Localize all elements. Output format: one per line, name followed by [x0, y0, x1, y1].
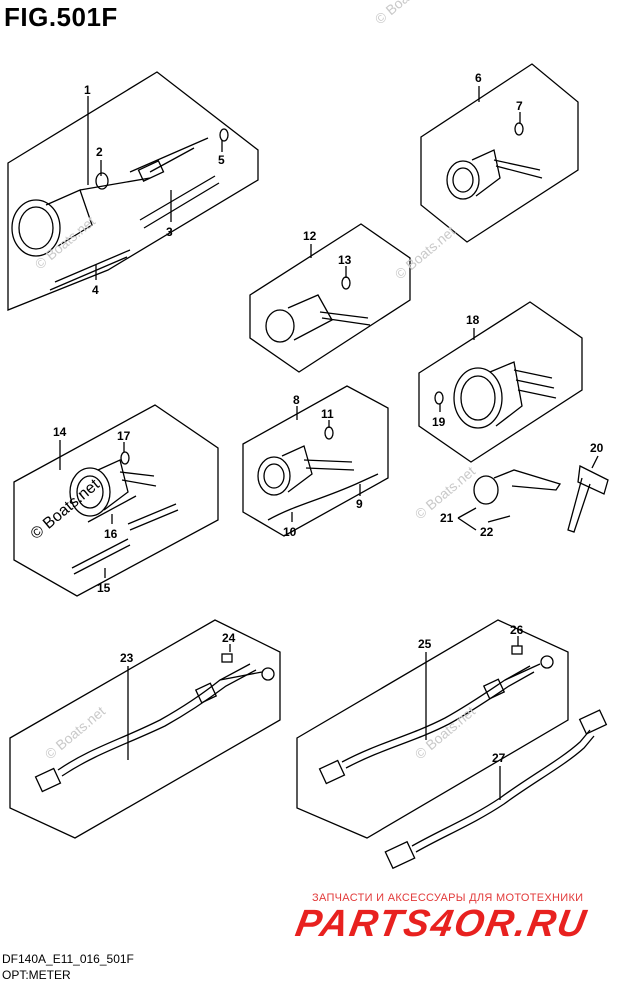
callout-15: 15 — [97, 581, 111, 595]
panel-8 — [242, 385, 389, 537]
callout-7: 7 — [516, 99, 523, 113]
footer-model-code: DF140A_E11_016_501F — [2, 952, 134, 966]
panel-14 — [13, 404, 219, 597]
watermark-2: © Boats.net — [32, 213, 99, 272]
callout-4: 4 — [92, 283, 99, 297]
panel-12 — [249, 223, 411, 373]
callout-9: 9 — [356, 497, 363, 511]
callout-2: 2 — [96, 145, 103, 159]
watermark-1: © Boats.net — [372, 0, 439, 27]
panel-1 — [7, 71, 259, 311]
figure-title: FIG.501F — [4, 2, 118, 32]
callout-23: 23 — [120, 651, 134, 665]
panel-18 — [418, 301, 583, 463]
callout-1: 1 — [84, 83, 91, 97]
watermark-5: © Boats.net — [42, 703, 109, 762]
callout-14: 14 — [53, 425, 67, 439]
banner-brand-logo: PARTS4OR.RU — [292, 903, 591, 945]
panel-25 — [296, 619, 569, 839]
callout-13: 13 — [338, 253, 352, 267]
callout-8: 8 — [293, 393, 300, 407]
callout-6: 6 — [475, 71, 482, 85]
callout-27: 27 — [492, 751, 506, 765]
callout-11: 11 — [321, 407, 334, 421]
callout-21: 21 — [440, 511, 454, 525]
callout-17: 17 — [117, 429, 131, 443]
callouts: 1 2 3 4 5 6 7 8 9 10 11 12 13 14 15 16 1… — [53, 71, 604, 765]
footer-section-name: OPT:METER — [2, 968, 71, 982]
callout-18: 18 — [466, 313, 480, 327]
callout-22: 22 — [480, 525, 494, 539]
callout-10: 10 — [283, 525, 297, 539]
panel-6 — [420, 63, 579, 243]
watermarks: © Boats.net © Boats.net © Boats.net © Bo… — [28, 0, 479, 762]
callout-5: 5 — [218, 153, 225, 167]
callout-16: 16 — [104, 527, 118, 541]
panel-23 — [9, 619, 281, 839]
callout-3: 3 — [166, 225, 173, 239]
callout-24: 24 — [222, 631, 236, 645]
callout-26: 26 — [510, 623, 524, 637]
callout-12: 12 — [303, 229, 317, 243]
banner-tagline: ЗАПЧАСТИ И АКСЕССУАРЫ ДЛЯ МОТОТЕХНИКИ — [312, 892, 584, 904]
callout-25: 25 — [418, 637, 432, 651]
watermark-7: © Boats.net — [28, 476, 104, 543]
callout-20: 20 — [590, 441, 604, 455]
callout-19: 19 — [432, 415, 446, 429]
watermark-6: © Boats.net — [412, 703, 479, 762]
